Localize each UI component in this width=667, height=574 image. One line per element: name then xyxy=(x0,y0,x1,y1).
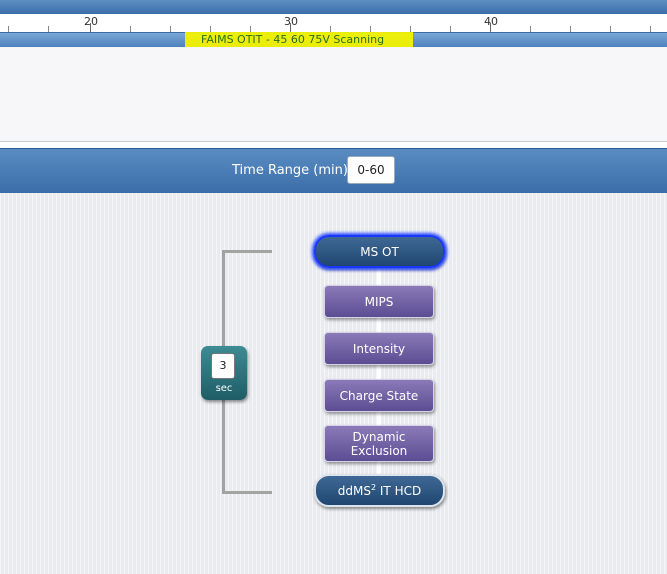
cycle-bracket-top xyxy=(222,250,272,253)
ruler-tick xyxy=(48,26,49,32)
charge-state-filter-label: Charge State xyxy=(339,388,419,403)
ddms2-scan-label: ddMS2 IT HCD xyxy=(337,482,422,498)
ruler-tick xyxy=(650,26,651,32)
ruler-tick xyxy=(410,26,411,32)
ms-ot-scan-label: MS OT xyxy=(360,244,399,259)
cycle-bracket-bottom xyxy=(222,491,272,494)
dynamic-exclusion-label-line2: Exclusion xyxy=(350,443,408,458)
ruler-tick xyxy=(610,26,611,32)
dynamic-exclusion-filter-node[interactable]: Dynamic Exclusion xyxy=(324,425,434,462)
timeline-header-bar xyxy=(0,0,667,15)
dynamic-exclusion-label-line1: Dynamic xyxy=(352,429,406,444)
cycle-time-value[interactable]: 3 xyxy=(211,353,235,379)
ruler-tick xyxy=(530,26,531,32)
ruler-tick xyxy=(490,23,491,32)
ruler-label-20: 20 xyxy=(84,15,98,28)
ms-ot-scan-node[interactable]: MS OT xyxy=(314,235,445,268)
mips-filter-node[interactable]: MIPS xyxy=(324,285,434,318)
charge-state-filter-node[interactable]: Charge State xyxy=(324,379,434,412)
mips-filter-label: MIPS xyxy=(364,294,394,309)
intensity-filter-label: Intensity xyxy=(352,341,406,356)
ruler-tick xyxy=(450,26,451,32)
time-range-bar: Time Range (min) xyxy=(0,148,667,194)
ruler-tick xyxy=(250,26,251,32)
time-ruler: 20 30 40 xyxy=(0,14,667,32)
cycle-time-box[interactable]: 3 sec xyxy=(201,346,247,400)
ddms-prefix: ddMS xyxy=(337,483,371,498)
ruler-label-30: 30 xyxy=(284,15,298,28)
experiment-segment-label[interactable]: FAIMS OTIT - 45 60 75V Scanning xyxy=(201,33,385,46)
ruler-tick xyxy=(90,23,91,32)
ruler-tick xyxy=(130,26,131,32)
ddms2-it-hcd-scan-node[interactable]: ddMS2 IT HCD xyxy=(314,474,445,507)
ruler-label-40: 40 xyxy=(484,15,498,28)
timeline-pane xyxy=(0,47,667,142)
ruler-tick xyxy=(210,26,211,32)
cycle-time-unit: sec xyxy=(215,383,233,394)
time-range-label: Time Range (min) xyxy=(232,163,348,178)
tree-connector xyxy=(377,262,381,484)
ruler-tick xyxy=(170,26,171,32)
intensity-filter-node[interactable]: Intensity xyxy=(324,332,434,365)
ruler-tick xyxy=(290,23,291,32)
ruler-tick xyxy=(370,26,371,32)
ddms-suffix: IT HCD xyxy=(376,483,422,498)
ruler-tick xyxy=(570,26,571,32)
ruler-tick xyxy=(8,26,9,32)
ms-order-superscript: 2 xyxy=(370,482,377,492)
ruler-tick xyxy=(330,26,331,32)
time-range-input[interactable] xyxy=(347,156,395,184)
